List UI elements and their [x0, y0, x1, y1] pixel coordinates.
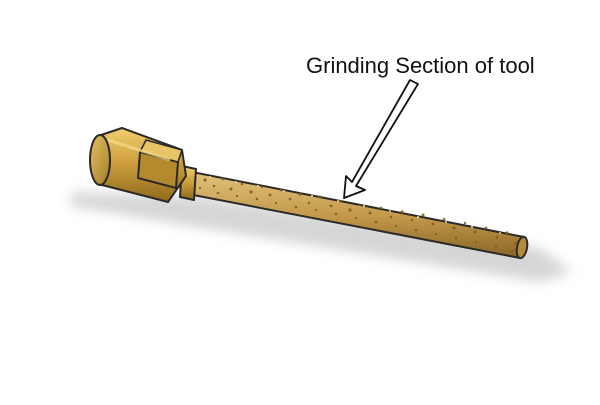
callout-label: Grinding Section of tool: [306, 53, 535, 78]
ground-shadow: [70, 192, 572, 282]
grinding-section: [187, 171, 529, 260]
grit-texture: [198, 177, 517, 253]
callout-arrow: [343, 79, 419, 199]
hex-shank: [89, 127, 187, 203]
grit-highlights: [208, 175, 501, 234]
